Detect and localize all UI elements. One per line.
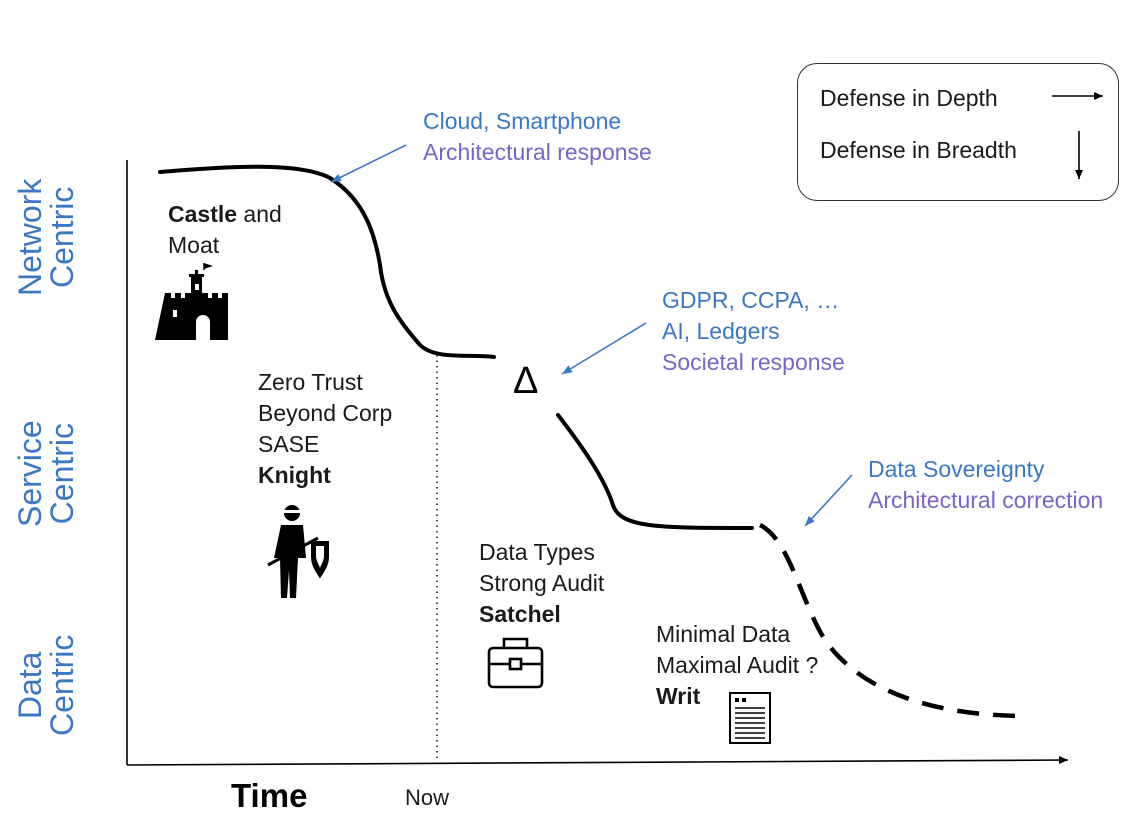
y-label-network-line1: Network [12,178,48,296]
zero-trust-line1: Zero Trust [258,369,363,395]
data-types-line2: Strong Audit [479,570,605,596]
x-axis [126,756,1069,766]
castle-icon [155,263,233,340]
gdpr-pointer-arrow [561,322,647,375]
castle-era-line2: Moat [168,232,220,258]
network-to-service-curve [158,164,496,359]
sovereignty-pointer-arrow [804,474,853,527]
cloud-pointer-arrow [330,144,407,183]
zero-trust-line3: SASE [258,431,320,457]
knight-icon [267,505,329,598]
data-types-line1: Data Types [479,539,595,565]
cloud-annotation-line1: Cloud, Smartphone [423,108,622,134]
data-types-bold: Satchel [479,601,561,627]
gdpr-annotation-line1: GDPR, CCPA, … [662,287,840,313]
x-axis-label: Time [231,777,308,814]
now-label: Now [405,785,450,810]
minimal-data-line1: Minimal Data [656,621,791,647]
delta-symbol: Δ [513,360,539,402]
y-label-service-line1: Service [12,420,48,527]
y-label-data-centric: Data Centric [12,634,80,736]
service-to-data-curve [556,413,754,530]
cloud-annotation-line2: Architectural response [423,139,652,165]
gdpr-annotation-line2: AI, Ledgers [662,318,780,344]
zero-trust-line2: Beyond Corp [258,400,393,426]
castle-era-rest: and [237,201,282,227]
y-label-data-line1: Data [12,651,48,720]
y-label-service-centric: Service Centric [12,420,80,527]
satchel-icon [487,637,544,689]
zero-trust-bold: Knight [258,462,331,488]
legend-breadth-label: Defense in Breadth [820,137,1017,163]
sovereignty-annotation-line2: Architectural correction [868,487,1104,513]
data-centric-dashed-curve [758,522,1029,719]
legend-depth-label: Defense in Depth [820,85,998,111]
minimal-data-line2: Maximal Audit ? [656,652,819,678]
legend-box [797,63,1119,201]
castle-era-line1: Castle and [168,203,282,226]
sovereignty-annotation-line1: Data Sovereignty [868,456,1045,482]
castle-era-bold: Castle [168,201,238,227]
y-label-service-line2: Centric [44,422,80,525]
y-label-data-line2: Centric [44,634,80,736]
y-label-network-line2: Centric [44,186,80,288]
minimal-data-bold: Writ [656,683,701,709]
gdpr-annotation-line3: Societal response [662,349,845,375]
y-label-network-centric: Network Centric [12,178,80,296]
writ-icon [729,692,771,744]
